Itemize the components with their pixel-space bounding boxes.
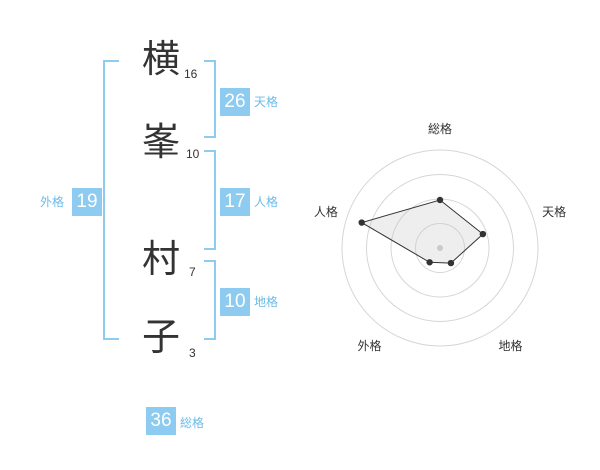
radar-center xyxy=(437,245,443,251)
soukaku-label: 総格 xyxy=(180,416,205,430)
gaikaku-value: 19 xyxy=(72,188,102,216)
radar-axis-label-3: 外格 xyxy=(357,339,382,354)
soukaku-value: 36 xyxy=(146,407,176,435)
stroke-count-1: 16 xyxy=(184,67,198,81)
chikaku-value: 10 xyxy=(220,288,250,316)
name-char-4: 子 xyxy=(142,315,181,359)
stroke-count-2: 10 xyxy=(186,147,200,161)
stroke-count-4: 3 xyxy=(189,346,196,360)
tenkaku-bracket xyxy=(204,60,216,138)
radar-axis-label-4: 人格 xyxy=(313,204,338,219)
radar-axis-label-1: 天格 xyxy=(542,204,567,219)
radar-ring-3 xyxy=(366,174,514,322)
radar-axis-label-2: 地格 xyxy=(498,339,523,354)
radar-axis-label-0: 総格 xyxy=(428,122,453,136)
tenkaku-label: 天格 xyxy=(254,95,279,109)
radar-ring-4 xyxy=(341,149,539,347)
radar-point-0 xyxy=(436,196,444,204)
chikaku-label: 地格 xyxy=(254,295,279,309)
jinkaku-value: 17 xyxy=(220,188,250,216)
radar-point-3 xyxy=(426,259,433,266)
name-char-1: 横 xyxy=(142,37,181,81)
jinkaku-label: 人格 xyxy=(254,195,279,209)
radar-point-1 xyxy=(479,230,487,238)
radar-point-2 xyxy=(447,259,455,267)
chikaku-bracket xyxy=(204,260,216,340)
stroke-count-3: 7 xyxy=(189,265,196,279)
radar-point-4 xyxy=(358,219,365,226)
name-char-3: 村 xyxy=(142,237,181,281)
radar-series-polygon xyxy=(360,199,484,264)
tenkaku-value: 26 xyxy=(220,88,250,116)
jinkaku-bracket xyxy=(204,150,216,250)
name-char-2: 峯 xyxy=(142,120,181,164)
radar-ring-1 xyxy=(415,223,465,273)
gaikaku-bracket xyxy=(103,60,119,340)
gaikaku-label: 外格 xyxy=(40,195,65,209)
